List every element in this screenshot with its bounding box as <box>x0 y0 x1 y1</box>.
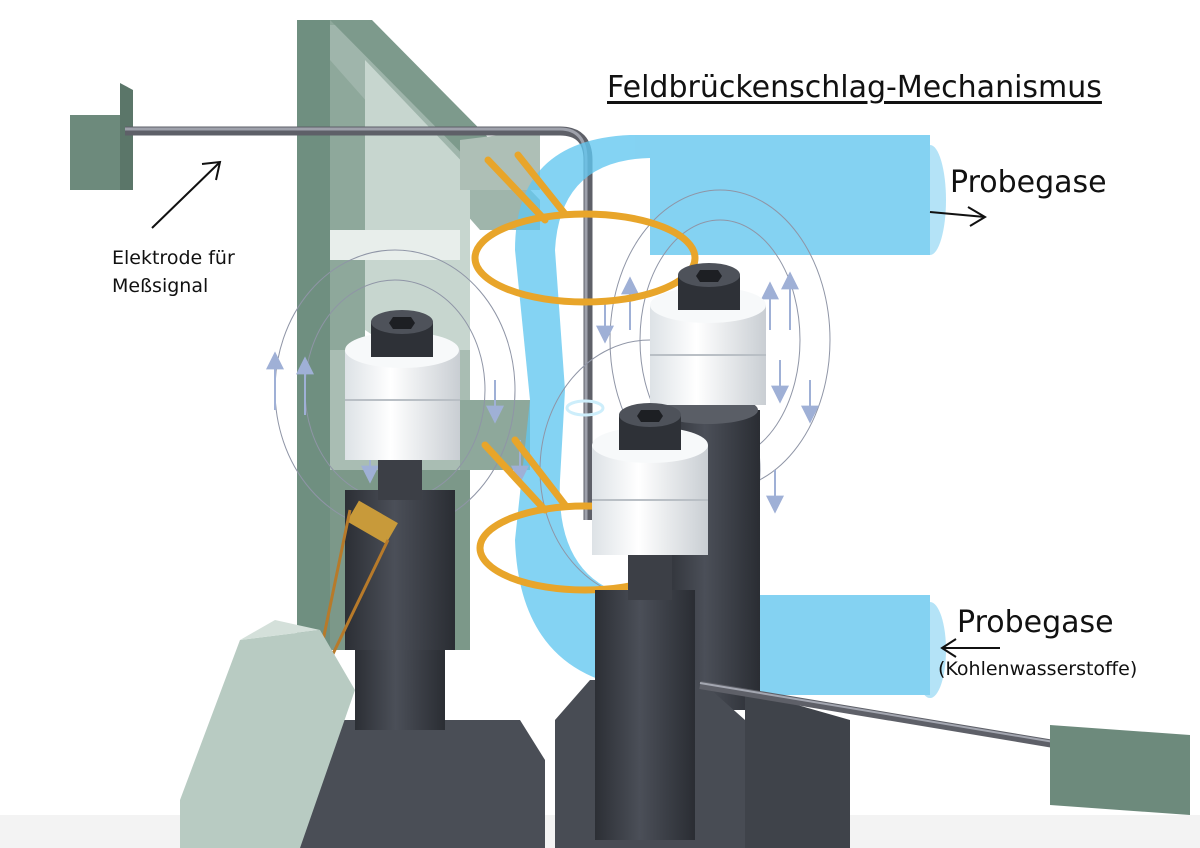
arrow-icon <box>151 161 221 229</box>
label-gas-inlet-sub: (Kohlenwasserstoffe) <box>938 658 1138 680</box>
base-block <box>745 690 850 848</box>
diagram-title: Feldbrückenschlag-Mechanismus <box>607 70 1102 105</box>
post-back <box>650 263 766 710</box>
gas-flow-tube <box>515 135 946 698</box>
label-electrode-line2: Meßsignal <box>112 275 209 297</box>
arrow-icon <box>201 160 222 181</box>
coil-upper <box>471 151 699 306</box>
arrow-icon <box>929 211 986 218</box>
bridge-gap <box>565 399 605 417</box>
label-electrode-line1: Elektrode für <box>112 247 235 269</box>
arrow-icon <box>967 206 987 227</box>
label-gas-inlet: Probegase <box>957 605 1114 640</box>
hex-socket-icon <box>389 317 415 329</box>
hex-socket-icon <box>696 270 722 282</box>
heater-wire <box>318 500 398 661</box>
hex-socket-icon <box>637 410 663 422</box>
arrow-icon <box>940 638 957 658</box>
label-gas-outlet: Probegase <box>950 165 1107 200</box>
terminal-box <box>180 620 355 848</box>
signal-rod-right <box>699 681 1190 815</box>
post-front <box>555 403 745 848</box>
annotation-arrows <box>151 160 1000 658</box>
label-electrode: Elektrode für Meßsignal <box>112 244 235 300</box>
